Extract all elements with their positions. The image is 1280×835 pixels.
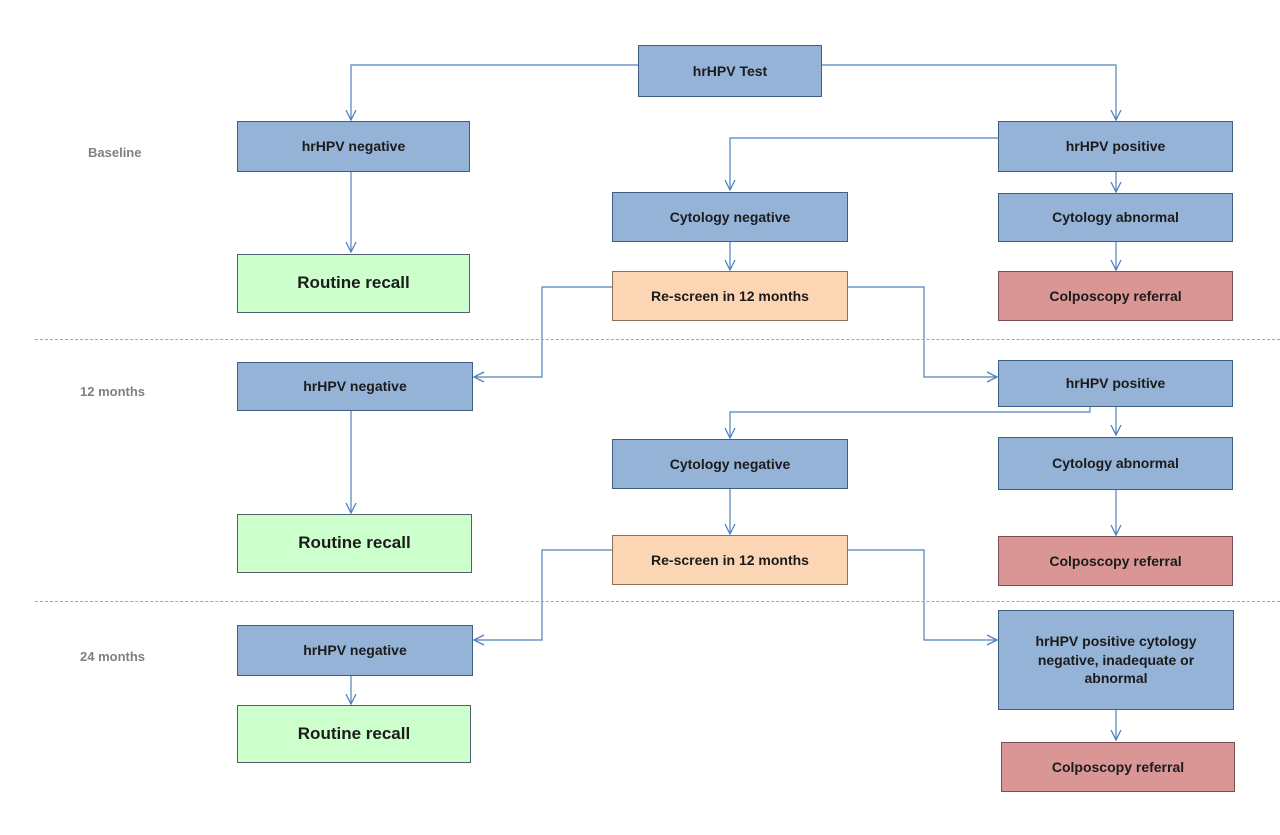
baseline-hrhpv-negative-box: hrHPV negative — [237, 121, 470, 172]
arrow-pos12-to-cytoneg12 — [730, 407, 1091, 438]
m12-hrhpv-positive-box: hrHPV positive — [998, 360, 1233, 407]
arrow-rescreen12-to-pos24 — [848, 549, 997, 640]
phase-separator — [35, 601, 1280, 602]
m24-routine-recall-box: Routine recall — [237, 705, 471, 763]
baseline-rescreen-box: Re-screen in 12 months — [612, 271, 848, 321]
arrow-rescreen-to-pos12 — [848, 286, 997, 377]
phase-separator — [35, 339, 1280, 340]
arrow-rescreen12-to-neg24 — [474, 549, 612, 640]
m24-hrhpv-positive-any-cytology-box: hrHPV positive cytology negative, inadeq… — [998, 610, 1234, 710]
m12-cytology-negative-box: Cytology negative — [612, 439, 848, 489]
arrow-rescreen-to-neg12 — [474, 286, 612, 377]
baseline-routine-recall-box: Routine recall — [237, 254, 470, 313]
arrow-pos-to-cytoneg — [730, 137, 998, 190]
m24-colposcopy-referral-box: Colposcopy referral — [1001, 742, 1235, 792]
m12-rescreen-box: Re-screen in 12 months — [612, 535, 848, 585]
phase-label-24-months: 24 months — [80, 649, 146, 664]
arrow-test-to-neg — [351, 64, 638, 120]
phase-label-baseline: Baseline — [88, 145, 142, 160]
baseline-cytology-abnormal-box: Cytology abnormal — [998, 193, 1233, 242]
hrhpv-test-box: hrHPV Test — [638, 45, 822, 97]
m12-routine-recall-box: Routine recall — [237, 514, 472, 573]
arrow-test-to-pos — [822, 64, 1116, 120]
baseline-cytology-negative-box: Cytology negative — [612, 192, 848, 242]
m12-cytology-abnormal-box: Cytology abnormal — [998, 437, 1233, 490]
baseline-colposcopy-referral-box: Colposcopy referral — [998, 271, 1233, 321]
m12-colposcopy-referral-box: Colposcopy referral — [998, 536, 1233, 586]
baseline-hrhpv-positive-box: hrHPV positive — [998, 121, 1233, 172]
m12-hrhpv-negative-box: hrHPV negative — [237, 362, 473, 411]
m24-hrhpv-negative-box: hrHPV negative — [237, 625, 473, 676]
phase-label-12-months: 12 months — [80, 384, 146, 399]
